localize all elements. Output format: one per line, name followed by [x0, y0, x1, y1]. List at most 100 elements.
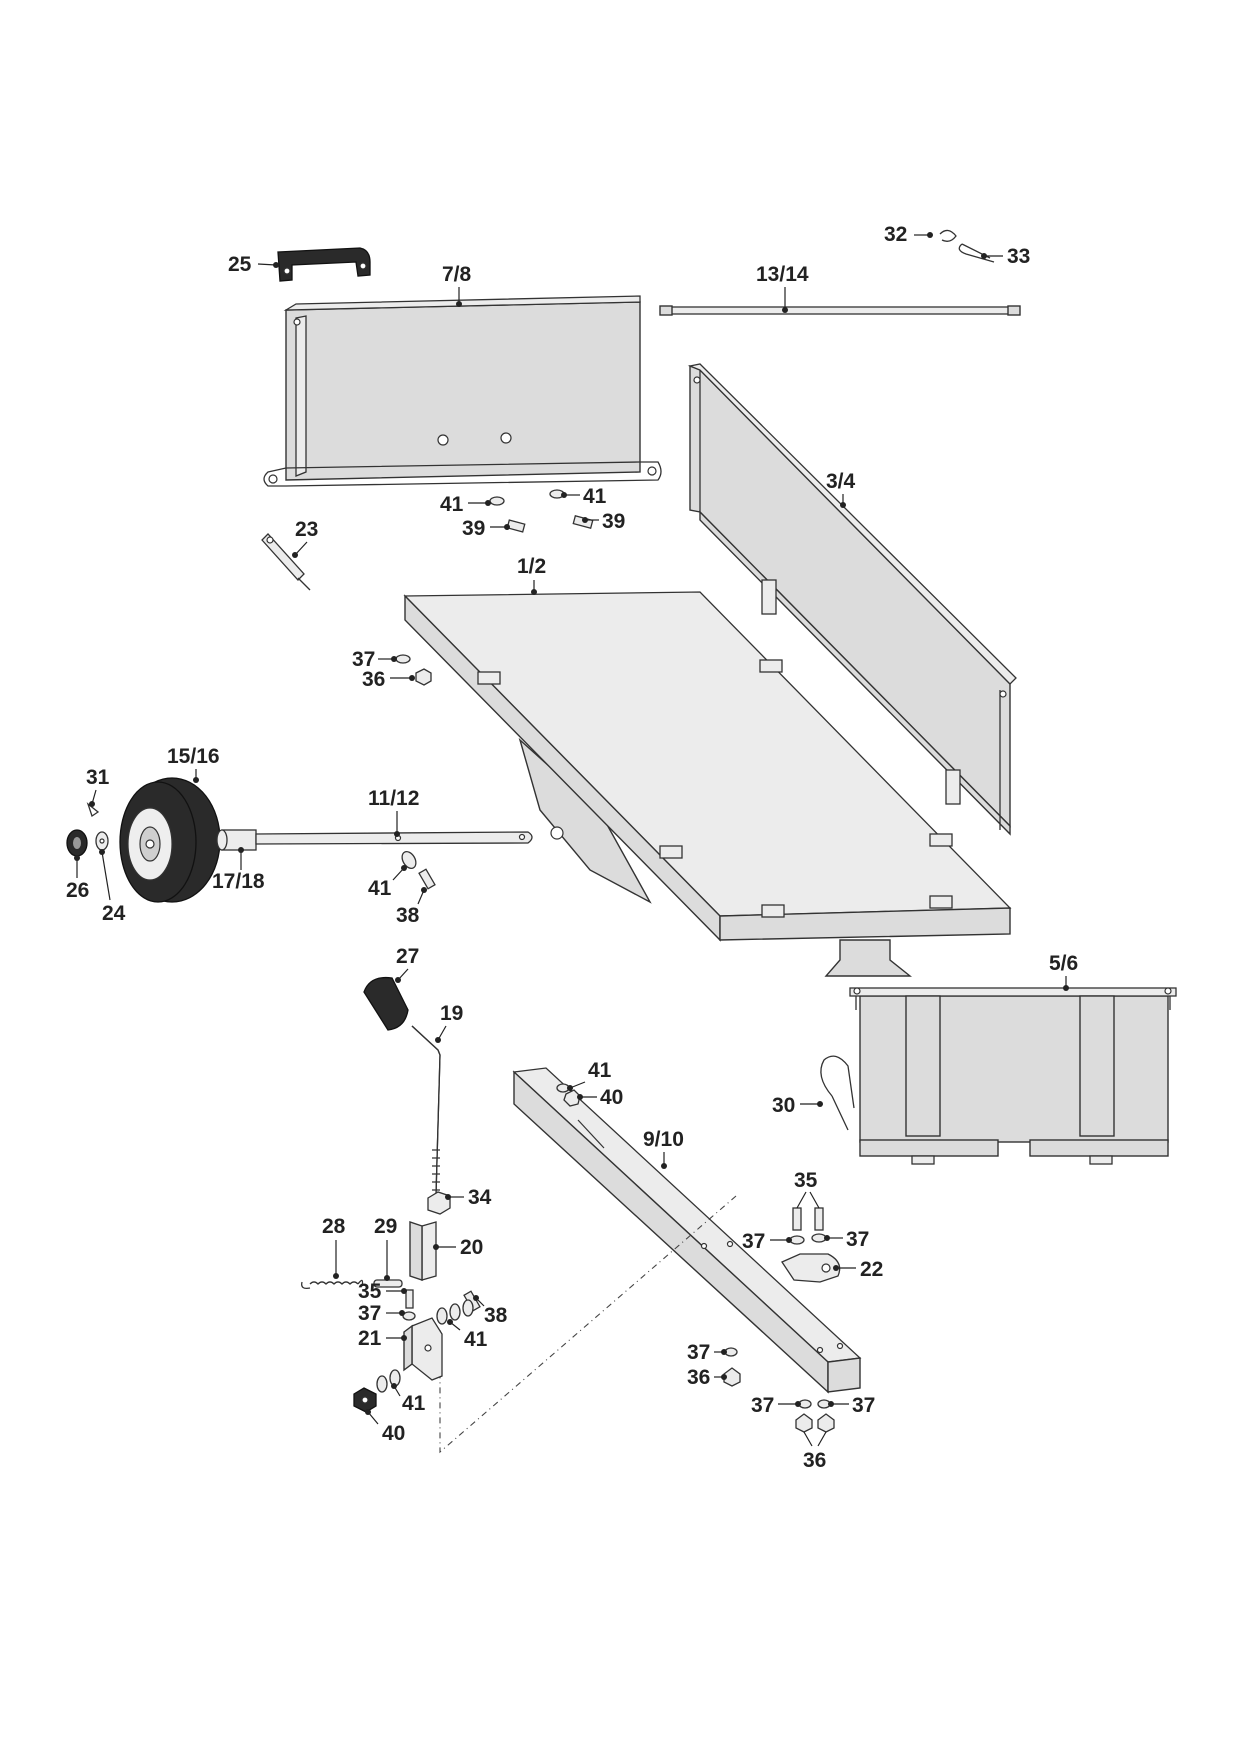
nut-40-tongue-part: [563, 1089, 581, 1107]
svg-text:24: 24: [102, 902, 126, 925]
svg-text:36: 36: [803, 1449, 826, 1472]
callout-30: 30: [772, 1094, 823, 1117]
callout-31: 31: [86, 766, 110, 807]
side-panel-part: [687, 363, 1017, 836]
callout-21: 21: [358, 1327, 407, 1350]
callout-11-12: 11/12: [368, 787, 419, 837]
pin-part: [261, 533, 311, 591]
svg-text:28: 28: [322, 1215, 346, 1238]
svg-text:41: 41: [368, 877, 392, 900]
svg-text:30: 30: [772, 1094, 795, 1117]
bolt-38-axle-part: [418, 868, 436, 890]
assembly-guide-line: [439, 1195, 737, 1454]
callout-37-lower: 37: [358, 1302, 405, 1325]
hairpin-pin-part: [958, 243, 995, 263]
callout-37-floor: 37: [352, 648, 397, 671]
callout-39-left: 39: [462, 517, 510, 540]
nut-36-floor-part: [415, 668, 432, 686]
svg-text:29: 29: [374, 1215, 397, 1238]
callout-37-bottom-right: 37: [828, 1394, 875, 1417]
callout-28: 28: [322, 1215, 346, 1279]
callout-35-upper: 35: [794, 1169, 820, 1209]
svg-text:36: 36: [687, 1366, 710, 1389]
callout-15-16: 15/16: [167, 745, 220, 783]
washer-24-part: [95, 831, 109, 851]
callout-29: 29: [374, 1215, 397, 1281]
callout-40-lower: 40: [365, 1409, 405, 1445]
svg-text:17/18: 17/18: [212, 870, 265, 893]
svg-text:36: 36: [362, 668, 385, 691]
callout-17-18: 17/18: [212, 847, 265, 893]
washer-41-left-part: [489, 496, 505, 506]
callout-39-right: 39: [582, 510, 625, 533]
callout-23: 23: [292, 518, 318, 558]
svg-text:37: 37: [358, 1302, 381, 1325]
nut-34-part: [427, 1191, 451, 1215]
callout-35-lower: 35: [358, 1280, 407, 1303]
sleeve-part: [409, 1221, 437, 1281]
svg-text:34: 34: [468, 1186, 492, 1209]
svg-text:31: 31: [86, 766, 110, 789]
nut-36-mid-part: [723, 1367, 741, 1387]
bracket-22-part: [781, 1253, 841, 1283]
callout-38-lower: 38: [473, 1295, 508, 1327]
svg-text:38: 38: [396, 904, 420, 927]
washer-37-floor-part: [395, 654, 411, 664]
rear-gate-part: [849, 987, 1177, 1165]
svg-text:40: 40: [600, 1086, 623, 1109]
svg-text:21: 21: [358, 1327, 382, 1350]
svg-text:7/8: 7/8: [442, 263, 472, 286]
svg-text:11/12: 11/12: [368, 787, 419, 810]
callout-33: 33: [981, 245, 1030, 268]
callout-41-axle: 41: [368, 865, 407, 900]
svg-text:20: 20: [460, 1236, 483, 1259]
washers-41-lower-right-part: [436, 1299, 474, 1325]
svg-text:33: 33: [1007, 245, 1030, 268]
handle-part: [277, 247, 371, 282]
callout-24: 24: [99, 849, 126, 925]
callout-25: 25: [228, 253, 279, 276]
svg-text:37: 37: [742, 1230, 765, 1253]
svg-text:5/6: 5/6: [1049, 952, 1078, 975]
svg-text:37: 37: [846, 1228, 869, 1251]
svg-text:19: 19: [440, 1002, 463, 1025]
svg-text:3/4: 3/4: [826, 470, 856, 493]
nut-40-lower-part: [353, 1387, 377, 1413]
callout-41-top-right: 41: [561, 485, 607, 508]
floor-tub-part: [403, 591, 1012, 977]
tongue-part: [512, 1067, 862, 1394]
svg-text:39: 39: [462, 517, 485, 540]
axle-part: [255, 831, 533, 845]
callout-32: 32: [884, 223, 933, 246]
callout-40-tongue: 40: [577, 1086, 623, 1109]
svg-text:1/2: 1/2: [517, 555, 546, 578]
svg-text:35: 35: [794, 1169, 818, 1192]
rod-part: [659, 305, 1021, 316]
spacer-part: [216, 829, 257, 851]
svg-text:22: 22: [860, 1258, 883, 1281]
callout-9-10: 9/10: [643, 1128, 684, 1169]
bracket-21-part: [403, 1317, 443, 1381]
callout-13-14: 13/14: [756, 263, 809, 313]
callout-41-lower-left: 41: [391, 1383, 426, 1415]
svg-text:35: 35: [358, 1280, 382, 1303]
callout-36-mid: 36: [687, 1366, 727, 1389]
callout-41-lower-right: 41: [447, 1319, 488, 1351]
lever-rod-part: [411, 1025, 441, 1196]
washers-41-lower-left-part: [376, 1369, 401, 1393]
svg-text:37: 37: [687, 1341, 710, 1364]
svg-text:15/16: 15/16: [167, 745, 220, 768]
nuts-36-bottom-part: [795, 1413, 835, 1433]
svg-text:41: 41: [402, 1392, 426, 1415]
svg-text:41: 41: [583, 485, 607, 508]
svg-text:37: 37: [852, 1394, 875, 1417]
callout-37-left-bolt: 37: [742, 1230, 792, 1253]
svg-text:38: 38: [484, 1304, 508, 1327]
front-panel-part: [263, 295, 662, 487]
bolt-35-lower-part: [405, 1289, 414, 1309]
callout-36-bottom: 36: [803, 1431, 827, 1472]
hairpin-30-part: [820, 1055, 855, 1131]
washer-37-bolt-left-part: [789, 1235, 805, 1245]
svg-text:26: 26: [66, 879, 89, 902]
